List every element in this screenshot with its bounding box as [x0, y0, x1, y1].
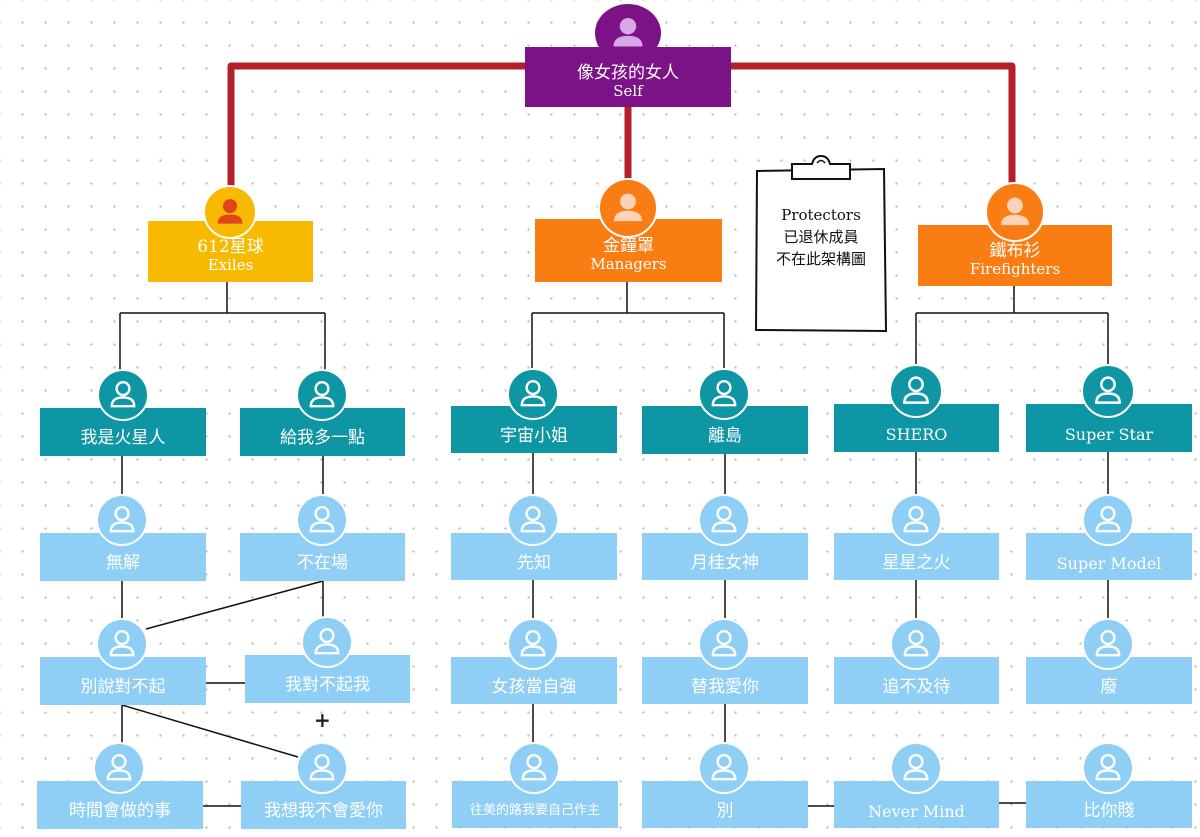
managers-label-en: Managers [590, 254, 667, 273]
user-icon [96, 494, 148, 546]
managers-branch-line [531, 282, 725, 378]
subpart-label: 先知 [517, 552, 551, 573]
subpart-label: 別 [716, 800, 734, 821]
user-icon [698, 742, 750, 794]
part-label-2: 給我多一點 [280, 428, 365, 449]
firefighters-avatar-icon [985, 182, 1045, 242]
cross-link-4 [121, 704, 299, 758]
subpart-label: Super Model [1056, 553, 1162, 573]
firefighters-branch-line [915, 286, 1109, 372]
managers-avatar-icon [598, 178, 658, 238]
user-icon [93, 742, 145, 794]
user-icon [698, 368, 750, 420]
self-to-firefighters-line [727, 62, 1016, 192]
part-label-6: Super Star [1064, 425, 1154, 445]
subpart-label: Never Mind [868, 801, 965, 821]
subpart-node[interactable]: 替我愛你 [642, 657, 808, 704]
managers-node[interactable]: 金鐘罩 Managers [535, 219, 722, 282]
subpart-node[interactable]: 比你賤 [1026, 781, 1192, 828]
user-icon [296, 742, 348, 794]
user-icon [890, 618, 942, 670]
firefighters-label-en: Firefighters [969, 259, 1061, 278]
managers-label-zh: 金鐘罩 [603, 235, 654, 256]
subpart-label: 比你賤 [1083, 800, 1135, 821]
user-icon [698, 494, 750, 546]
user-icon [507, 368, 559, 420]
firefighters-label-zh: 鐵布衫 [989, 240, 1041, 261]
part-label-5: SHERO [885, 425, 948, 445]
user-icon [1082, 494, 1134, 546]
exiles-label-en: Exiles [207, 255, 254, 274]
subpart-label: 別說對不起 [80, 677, 166, 698]
subpart-label: 星星之火 [882, 552, 951, 573]
subpart-label: 追不及待 [882, 676, 951, 697]
user-icon [890, 742, 942, 794]
user-icon [508, 742, 560, 794]
part-node-4[interactable]: 離島 [642, 406, 808, 454]
subpart-label: 不在場 [297, 553, 348, 574]
subpart-label: 女孩當自強 [491, 676, 577, 697]
cross-link-1 [145, 580, 324, 630]
part-label-4: 離島 [708, 426, 742, 447]
user-icon [890, 494, 942, 546]
subpart-node[interactable]: Super Model [1026, 533, 1192, 580]
user-icon [96, 618, 148, 670]
user-icon [1082, 618, 1134, 670]
plus-sign: + [314, 708, 331, 732]
part-label-1: 我是火星人 [80, 428, 166, 449]
exiles-label-zh: 612星球 [197, 236, 264, 257]
user-icon [1082, 742, 1134, 794]
note-line-3: 不在此架構圖 [775, 250, 866, 268]
subpart-label: 廢 [1100, 676, 1118, 697]
clipboard-icon [754, 155, 888, 333]
part-label-3: 宇宙小姐 [500, 425, 568, 446]
subpart-label: 我想我不會愛你 [264, 801, 383, 822]
user-icon [698, 618, 750, 670]
self-label-zh: 像女孩的女人 [577, 63, 679, 84]
exiles-avatar-icon [203, 185, 257, 239]
self-label-en: Self [613, 82, 643, 101]
protectors-note: Protectors 已退休成員 不在此架構圖 [756, 204, 886, 270]
user-icon [507, 494, 559, 546]
subpart-node[interactable]: 星星之火 [834, 533, 999, 580]
user-icon [97, 369, 149, 421]
note-line-1: Protectors [781, 206, 861, 224]
subpart-label: 無解 [106, 553, 140, 574]
user-icon [296, 494, 348, 546]
user-icon [889, 364, 943, 418]
exiles-branch-line [119, 282, 326, 378]
user-icon [296, 369, 348, 421]
subpart-label: 我對不起我 [285, 675, 370, 696]
subpart-label: 時間會做的事 [69, 801, 171, 822]
self-to-exiles-line [227, 62, 531, 192]
user-icon [1081, 364, 1135, 418]
self-avatar-icon [595, 4, 661, 62]
subpart-label: 月桂女神 [691, 552, 759, 573]
subpart-node[interactable]: 我對不起我 [245, 655, 410, 703]
note-line-2: 已退休成員 [783, 228, 859, 246]
subpart-label: 替我愛你 [691, 676, 759, 697]
subpart-label: 往美的路我要自己作主 [469, 803, 600, 819]
user-icon [301, 616, 353, 668]
user-icon [507, 618, 559, 670]
